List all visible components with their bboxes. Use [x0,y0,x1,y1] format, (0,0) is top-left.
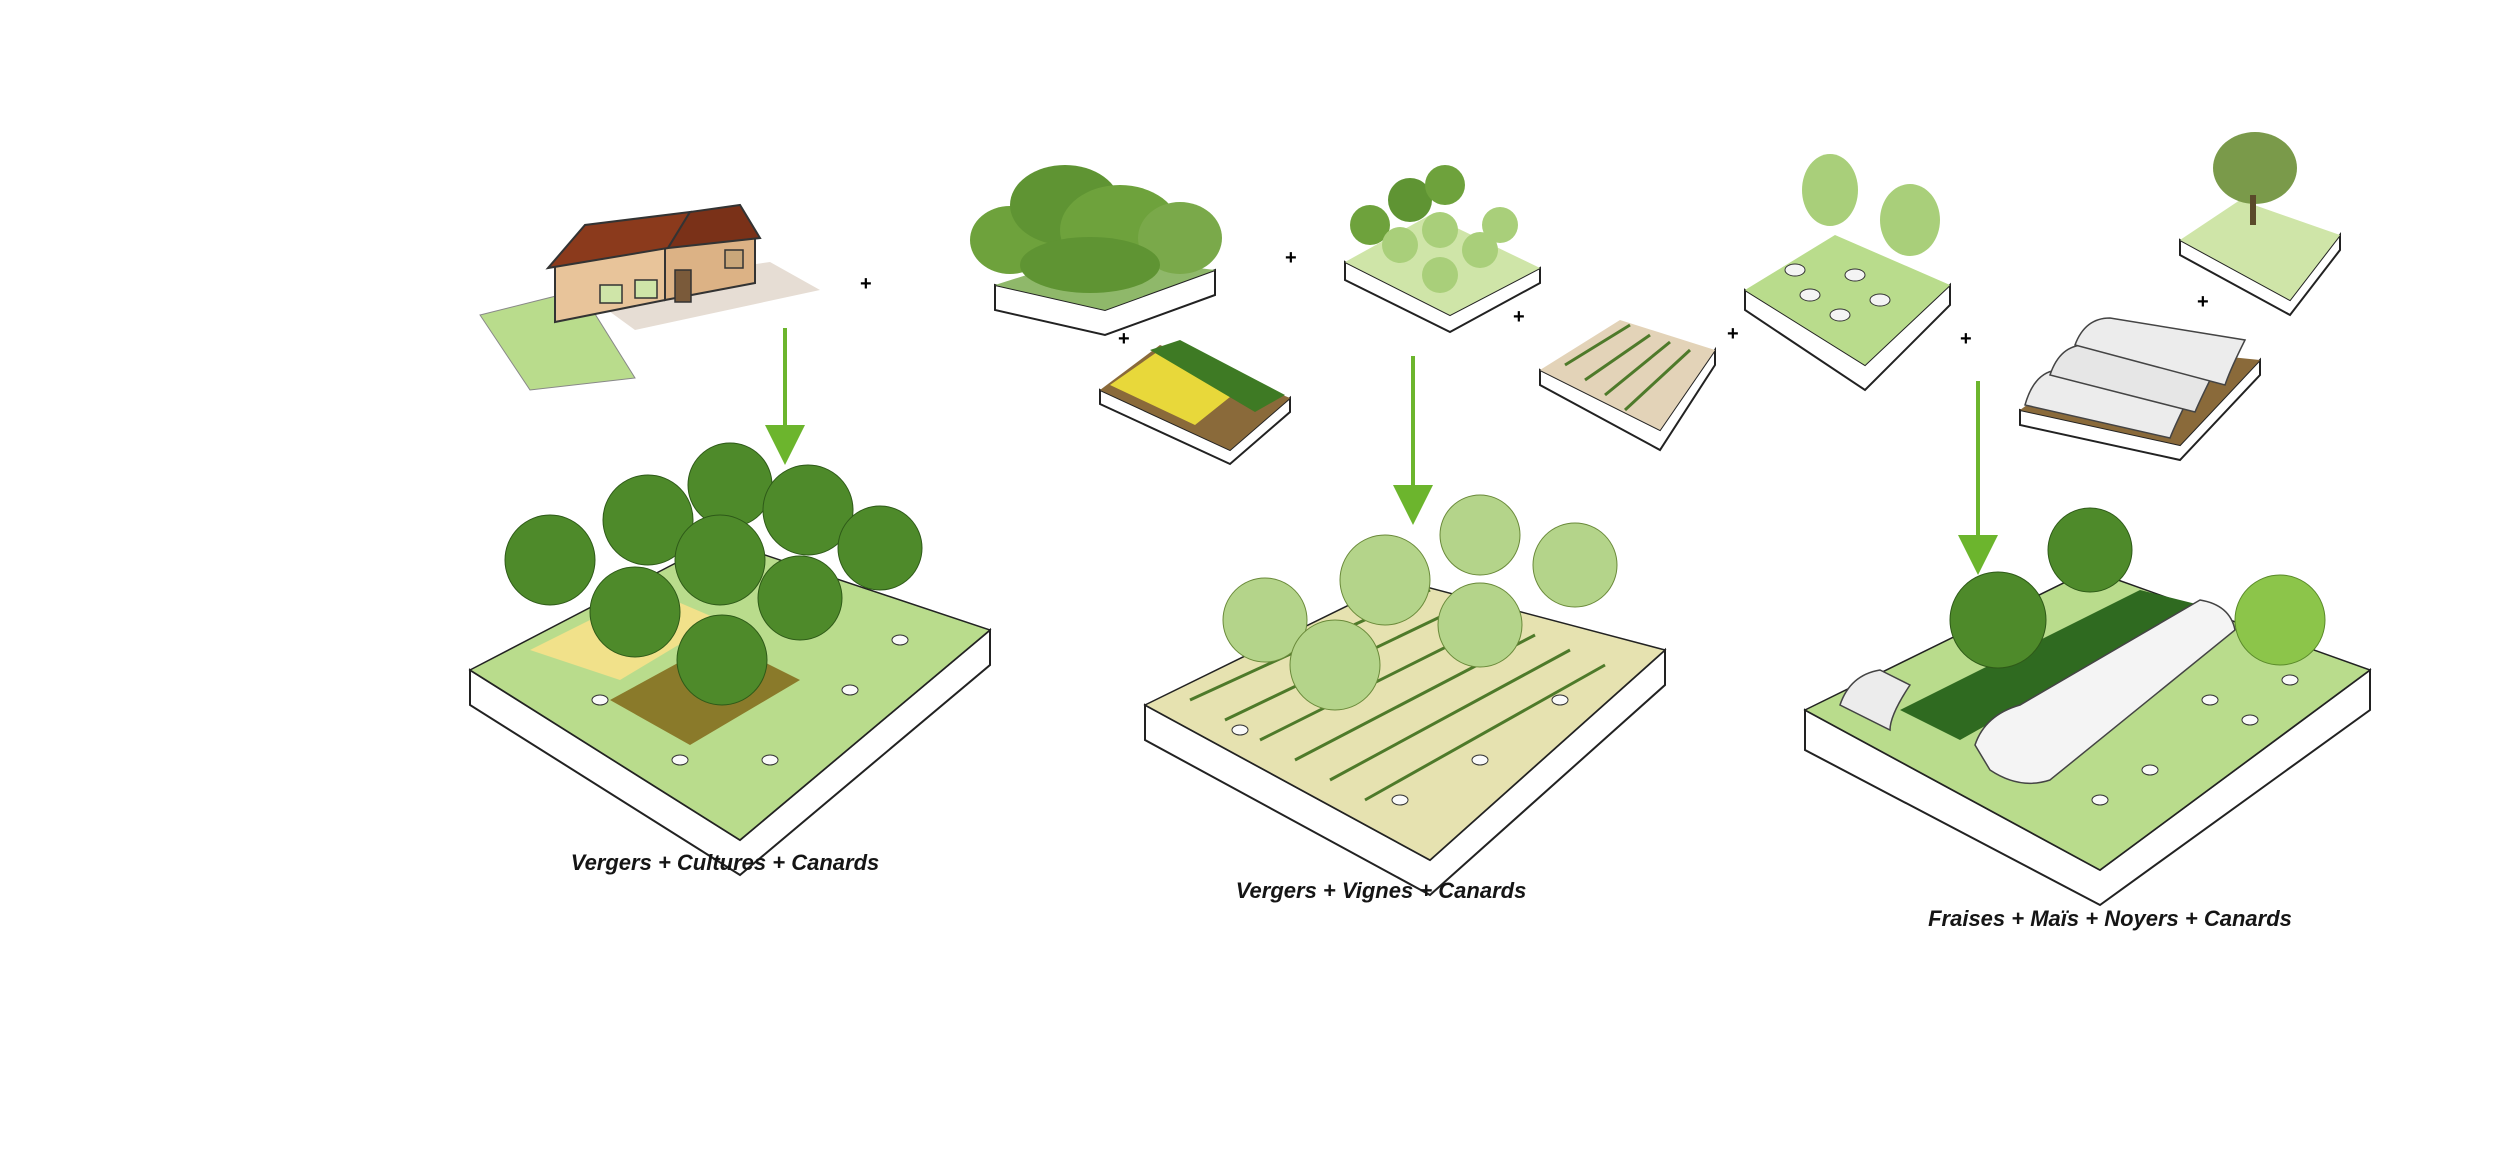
caption-scenario-3: Fraises + Maïs + Noyers + Canards [1928,906,2292,931]
plus-sign: + [1727,323,1739,345]
farmhouse-component [479,203,820,391]
result-block-3 [1803,507,2372,907]
plus-sign: + [1285,247,1297,269]
pasture-component [1744,154,1951,392]
vineyard-component [1539,320,1716,452]
crop-field-component [1099,340,1291,466]
plus-sign: + [2197,291,2209,313]
caption-scenario-1: Vergers + Cultures + Canards [571,850,880,875]
orchard-component [1344,165,1541,334]
woodland-component [970,165,1222,337]
polytunnel-component [2019,317,2261,462]
result-block-2 [1143,494,1667,897]
plus-sign: + [860,273,872,295]
walnut-tree-component [2179,132,2341,317]
caption-scenario-2: Vergers + Vignes + Canards [1236,878,1527,903]
result-block-1 [468,442,992,877]
plus-sign: + [1513,306,1525,328]
plus-sign: + [1960,328,1972,350]
plus-sign: + [1118,328,1130,350]
